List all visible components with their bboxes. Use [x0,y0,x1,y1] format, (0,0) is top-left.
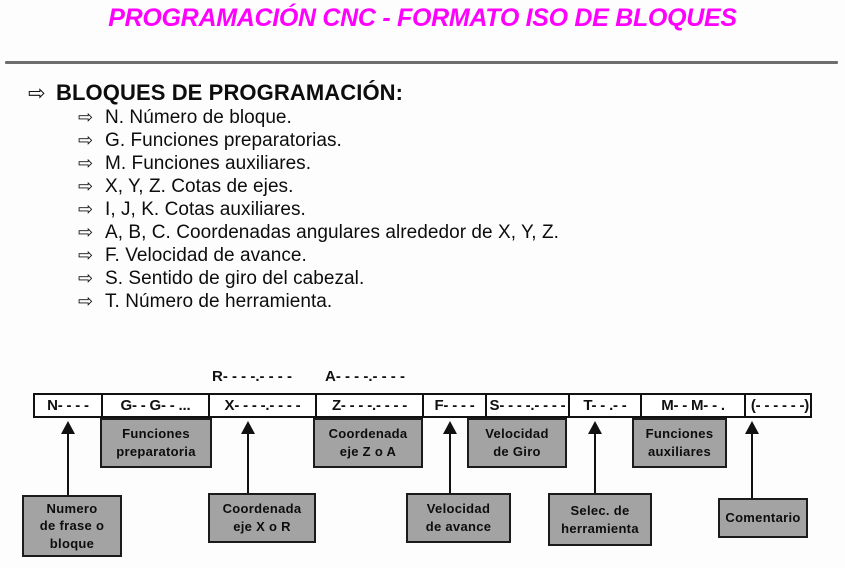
callout-line: Velocidad [426,501,491,517]
list-item: ⇨ M. Funciones auxiliares. [0,153,845,175]
list-item-label: M. Funciones auxiliares. [105,153,312,174]
list-item-label: S. Sentido de giro del cabezal. [105,268,365,289]
arrow-bullet-icon: ⇨ [78,153,94,173]
callout-selec-de-herramienta[interactable]: Selec. de herramienta [548,493,652,546]
up-arrow-icon [745,421,759,434]
callout-line: Funciones [122,426,190,442]
list-item: ⇨ X, Y, Z. Cotas de ejes. [0,176,845,198]
arrow-bullet-icon: ⇨ [78,199,94,219]
connector-line [449,433,451,493]
format-cell-7[interactable]: M- - M- - . [642,395,746,416]
callout-line: Coordenada [328,426,408,442]
arrow-bullet-icon: ⇨ [78,130,94,150]
connector-line [594,433,596,493]
up-arrow-icon [443,421,457,434]
title-divider [5,61,838,64]
connector-line [247,433,249,493]
list-item-label: A, B, C. Coordenadas angulares alrededor… [105,222,559,243]
list-item-label: T. Número de herramienta. [105,291,333,312]
arrow-bullet-icon: ⇨ [78,222,94,242]
list-item-label: X, Y, Z. Cotas de ejes. [105,176,294,197]
arrow-bullet-icon: ⇨ [78,245,94,265]
callout-line: eje X o R [233,519,291,534]
callout-line: herramienta [561,520,639,536]
page-title: PROGRAMACIÓN CNC - FORMATO ISO DE BLOQUE… [108,4,737,32]
list-item: ⇨ A, B, C. Coordenadas angulares alreded… [0,222,845,244]
callout-line: preparatoria [116,444,196,459]
list-item: ⇨ S. Sentido de giro del cabezal. [0,268,845,290]
arrow-bullet-icon: ⇨ [78,268,94,288]
callout-funciones-preparatoria[interactable]: Funciones preparatoria [100,418,212,468]
list-item-label: G. Funciones preparatorias. [105,130,342,151]
callout-coordenada-eje-z-o-a[interactable]: Coordenada eje Z o A [313,418,423,468]
callout-line: auxiliares [648,444,711,459]
list-item-label: F. Velocidad de avance. [105,245,307,266]
arrow-bullet-icon: ⇨ [78,176,94,196]
callout-velocidad-de-avance[interactable]: Velocidad de avance [406,493,511,543]
iso-block-format-diagram: R- - - -.- - - - A- - - -.- - - - N- - - … [0,368,845,568]
list-item-label: N. Número de bloque. [105,107,292,128]
bullet-list: ⇨ BLOQUES DE PROGRAMACIÓN: ⇨ N. Número d… [0,80,845,314]
callout-line: eje Z o A [339,444,397,459]
callout-funciones-auxiliares[interactable]: Funciones auxiliares [632,418,727,468]
axis-label-a: A- - - -.- - - - [325,368,405,385]
list-item: ⇨ I, J, K. Cotas auxiliares. [0,199,845,221]
list-item: ⇨ N. Número de bloque. [0,107,845,129]
callout-line: bloque [49,535,95,551]
axis-label-group: R- - - -.- - - - A- - - -.- - - - [0,368,845,390]
format-cell-8[interactable]: (- - - - - -) [750,397,810,414]
connector-line [751,433,753,498]
list-item: ⇨ F. Velocidad de avance. [0,245,845,267]
callout-coordenada-eje-x-o-r[interactable]: Coordenada eje X o R [208,493,316,543]
format-cell-0[interactable]: N- - - - [35,395,103,416]
up-arrow-icon [241,421,255,434]
callout-line: Numero [46,500,98,516]
axis-label-r: R- - - -.- - - - [212,368,292,385]
list-item: ⇨ G. Funciones preparatorias. [0,130,845,152]
callout-line: Selec. de [570,502,630,518]
connector-line [67,433,69,495]
callout-velocidad-de-giro[interactable]: Velocidad de Giro [467,418,567,468]
format-cell-4[interactable]: F- - - - [424,395,487,416]
format-cell-5[interactable]: S- - - -.- - - - [487,395,570,416]
callout-comentario[interactable]: Comentario [718,498,808,538]
up-arrow-icon [588,421,602,434]
arrow-bullet-icon: ⇨ [78,107,94,127]
bullet-heading-row: ⇨ BLOQUES DE PROGRAMACIÓN: [0,80,845,106]
format-cell-1[interactable]: G- - G- - ... [103,395,210,416]
bullet-heading-label: BLOQUES DE PROGRAMACIÓN: [56,80,404,105]
list-item-label: I, J, K. Cotas auxiliares. [105,199,306,220]
callout-line: de frase o [39,518,105,534]
format-cell-3[interactable]: Z- - - -.- - - - [317,395,424,416]
callout-line: Funciones [645,426,714,442]
callout-line: Coordenada [222,501,302,517]
up-arrow-icon [61,421,75,434]
arrow-bullet-icon: ⇨ [78,291,94,311]
callout-line: de Giro [493,444,541,459]
iso-block-format-strip: N- - - -G- - G- - ...X- - - -.- - - -Z- … [33,393,812,418]
callout-line: de avance [425,519,492,534]
list-item: ⇨ T. Número de herramienta. [0,291,845,313]
format-cell-6[interactable]: T- - .- - [570,395,642,416]
format-cell-2[interactable]: X- - - -.- - - - [210,395,317,416]
callout-line: Velocidad [485,426,549,442]
callout-line: Comentario [725,510,801,526]
arrow-bullet-icon: ⇨ [28,82,46,105]
